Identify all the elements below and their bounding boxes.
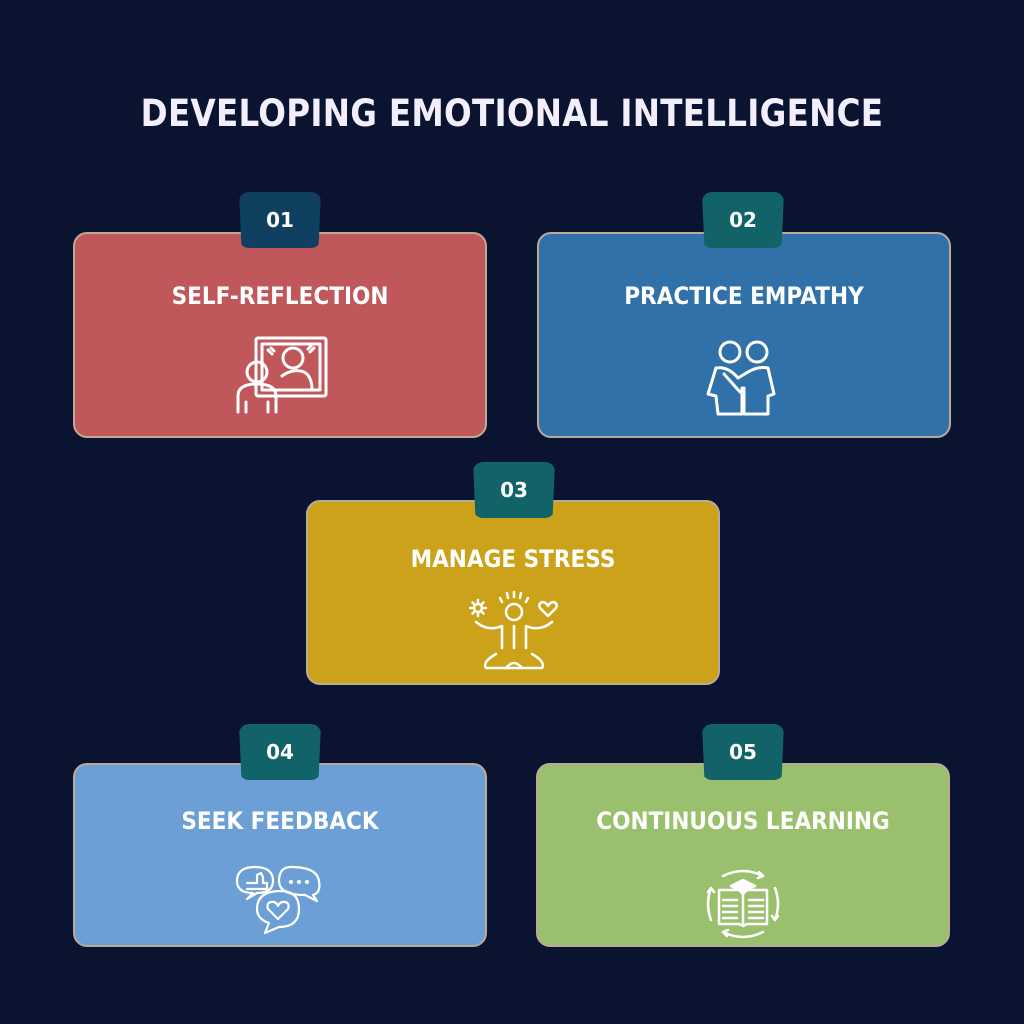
two-people-embrace-icon (702, 338, 786, 420)
step-number: 03 (500, 478, 528, 502)
step-badge-02: 02 (702, 192, 784, 248)
page-title: DEVELOPING EMOTIONAL INTELLIGENCE (140, 92, 884, 135)
step-number: 02 (729, 208, 757, 232)
step-card-practice-empathy: PRACTICE EMPATHY (537, 232, 951, 438)
step-number: 04 (266, 740, 294, 764)
step-number: 01 (266, 208, 294, 232)
step-title: SEEK FEEDBACK (181, 807, 379, 835)
step-number: 05 (729, 740, 757, 764)
book-learning-cycle-icon (705, 868, 781, 944)
mirror-reflection-icon (230, 334, 330, 418)
step-card-seek-feedback: SEEK FEEDBACK (73, 763, 487, 947)
step-card-manage-stress: MANAGE STRESS (306, 500, 720, 685)
step-badge-01: 01 (239, 192, 321, 248)
meditation-balance-icon (468, 588, 558, 676)
step-title: CONTINUOUS LEARNING (596, 807, 890, 835)
step-title: MANAGE STRESS (410, 545, 616, 573)
step-badge-04: 04 (239, 724, 321, 780)
step-badge-03: 03 (473, 462, 555, 518)
step-card-continuous-learning: CONTINUOUS LEARNING (536, 763, 950, 947)
step-card-self-reflection: SELF-REFLECTION (73, 232, 487, 438)
step-badge-05: 05 (702, 724, 784, 780)
feedback-chat-bubbles-icon (235, 861, 325, 939)
step-title: SELF-REFLECTION (171, 282, 389, 310)
step-title: PRACTICE EMPATHY (624, 282, 864, 310)
